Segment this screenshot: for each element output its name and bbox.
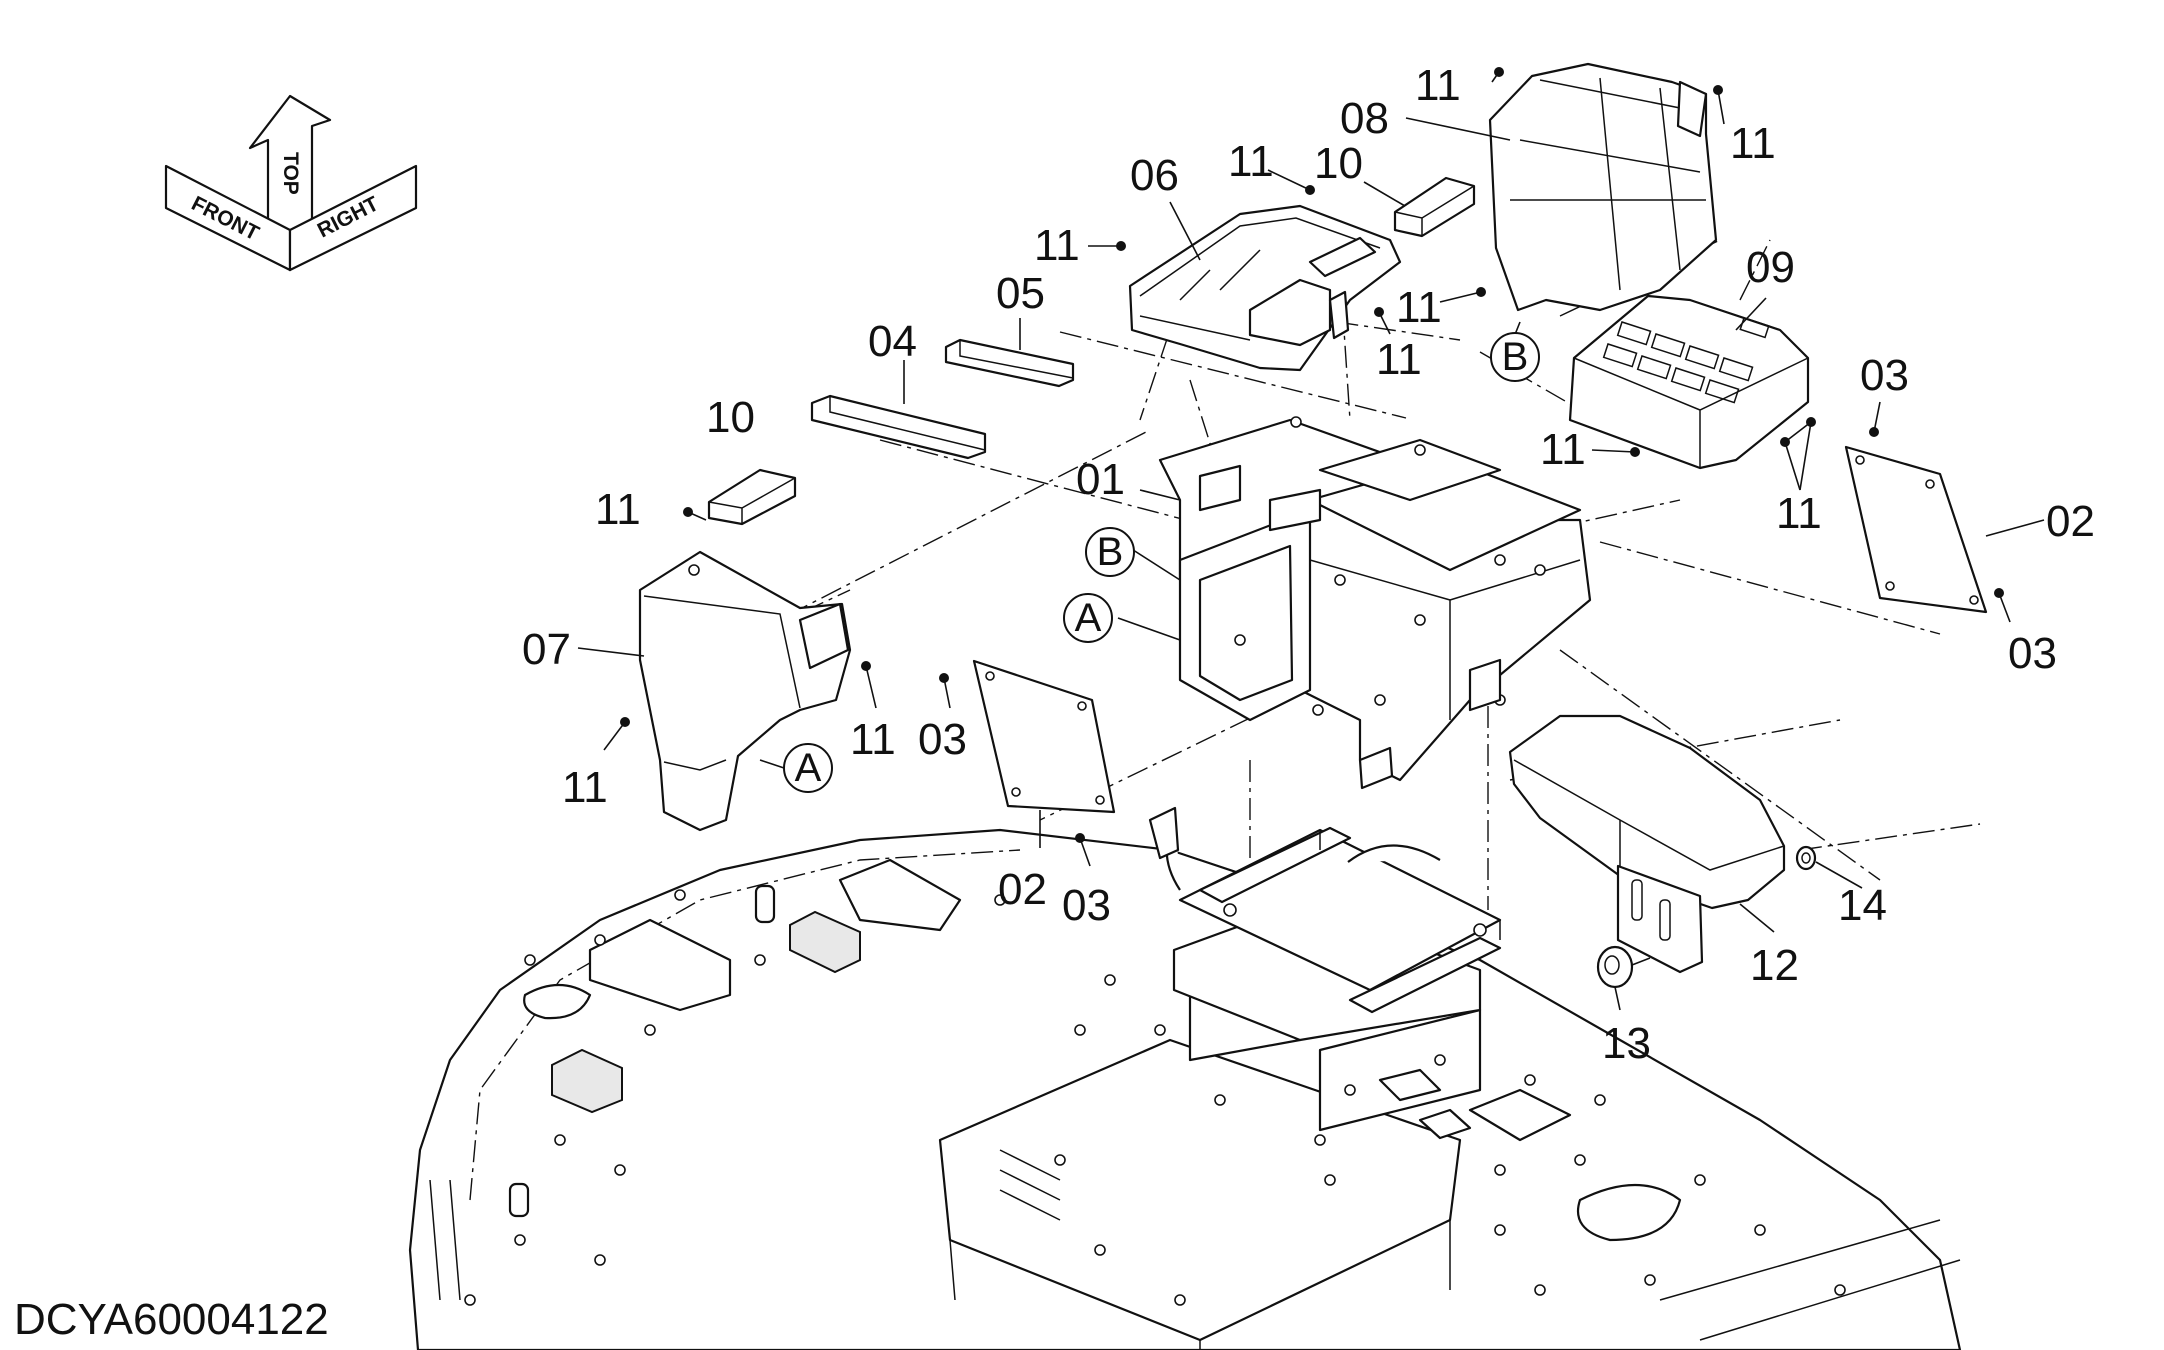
part-09-switch-panel	[1568, 294, 1810, 470]
switch-keys	[1602, 317, 1770, 404]
drawing-code: DCYA60004122	[14, 1295, 329, 1344]
ref-a-lower-circle	[783, 743, 833, 793]
callout-10: 10	[706, 393, 755, 442]
part-10-sponge-block-left	[707, 468, 797, 526]
floor-plate	[408, 828, 1962, 1350]
seat-slide-rails	[1148, 806, 1502, 1014]
callout-11: 11	[595, 485, 641, 534]
callout-11: 11	[850, 715, 896, 764]
ref-a-upper-circle	[1063, 593, 1113, 643]
callout-11: 11	[1776, 489, 1822, 538]
callout-14: 14	[1838, 881, 1887, 930]
part-02-cover-plate-right	[1844, 445, 1988, 614]
callout-08: 08	[1340, 94, 1389, 143]
callout-03: 03	[2008, 629, 2057, 678]
callout-10: 10	[1314, 139, 1363, 188]
callout-04: 04	[868, 317, 917, 366]
callout-11: 11	[1034, 221, 1080, 270]
part-12-armrest	[1508, 714, 1786, 974]
ref-b-lower: B	[1097, 530, 1124, 574]
part-04-sponge-bar	[810, 394, 987, 460]
callout-11: 11	[1396, 283, 1442, 332]
callout-05: 05	[996, 269, 1045, 318]
ref-a-upper: A	[1075, 596, 1102, 640]
callout-01: 01	[1076, 455, 1125, 504]
part-08-rear-cover	[1488, 62, 1718, 312]
callout-02: 02	[998, 865, 1047, 914]
orientation-top-label: TOP	[279, 152, 302, 195]
orientation-indicator: FRONT TOP RIGHT	[164, 94, 418, 272]
callout-03: 03	[918, 715, 967, 764]
leader-lines	[577, 71, 2045, 1011]
part-06-top-cover	[1128, 204, 1402, 372]
callout-03: 03	[1860, 351, 1909, 400]
callout-03: 03	[1062, 881, 1111, 930]
part-14-washer	[1795, 845, 1817, 871]
callout-11: 11	[1228, 137, 1274, 186]
callout-11: 11	[562, 763, 608, 812]
ref-b-upper: B	[1502, 335, 1529, 379]
floor-bolt-holes	[464, 889, 1846, 1306]
ref-b-lower-circle	[1085, 527, 1135, 577]
part-10-sponge-block-right	[1393, 176, 1476, 238]
part-07-side-cover	[638, 550, 852, 832]
callout-11: 11	[1540, 425, 1586, 474]
ref-a-lower: A	[795, 746, 822, 790]
callout-02: 02	[2046, 497, 2095, 546]
callout-11: 11	[1415, 61, 1461, 110]
part-05-sponge-bar	[944, 338, 1075, 388]
callout-labels: 11 08 11 06 11 10 11 11 09 05 11 04 03 1…	[522, 61, 2095, 1068]
ref-b-upper-circle	[1490, 332, 1540, 382]
callout-11: 11	[1730, 119, 1776, 168]
callout-06: 06	[1130, 151, 1179, 200]
callout-09: 09	[1746, 243, 1795, 292]
callout-12: 12	[1750, 941, 1799, 990]
part-01-console-frame	[1158, 416, 1592, 790]
callout-07: 07	[522, 625, 571, 674]
callout-13: 13	[1602, 1019, 1651, 1068]
part-02-cover-plate-left	[972, 659, 1116, 814]
callout-11: 11	[1376, 335, 1422, 384]
